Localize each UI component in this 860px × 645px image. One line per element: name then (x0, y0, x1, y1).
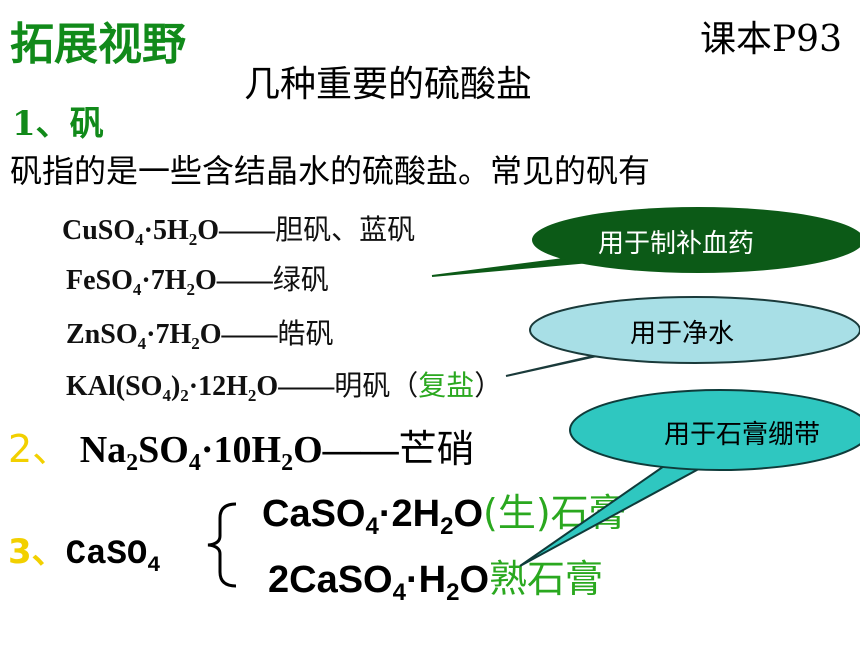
formula-text: Na (79, 429, 127, 471)
paren: ） (474, 369, 503, 402)
subscript: 4 (132, 280, 142, 299)
subscript: 2 (186, 280, 196, 299)
subscript: 2 (281, 450, 294, 476)
subscript: 2 (247, 386, 257, 405)
section-1-description: 矾指的是一些含结晶水的硫酸盐。常见的矾有 (10, 152, 651, 190)
formula-text: O—— (293, 429, 399, 471)
subscript: 4 (392, 579, 406, 606)
subscript: 4 (365, 513, 379, 540)
section-2-line: 2、 Na2SO4·10H2O——芒硝 (8, 418, 475, 476)
alum-row-zinc: ZnSO4·7H2O——皓矾 (66, 312, 334, 352)
raw-tag: (生) (483, 491, 551, 535)
section-3-label: 3、CaSO4 (8, 524, 161, 577)
formula-text: ·H (405, 559, 447, 601)
formula-text: O—— (199, 319, 278, 350)
subscript: 4 (147, 553, 161, 578)
formula-text: ZnSO (66, 319, 138, 350)
subscript: 4 (188, 450, 201, 476)
formula-text: CaSO (65, 536, 148, 574)
formula-text: KAl(SO (66, 371, 163, 402)
callout-water-bubble (529, 296, 860, 364)
burnt-gypsum-line: 2CaSO4·H2O熟石膏 (268, 548, 604, 606)
formula-text: 2CaSO (268, 559, 393, 601)
callout-water-label: 用于净水 (630, 319, 735, 349)
formula-text: O—— (256, 371, 335, 402)
formula-text: ) (170, 371, 181, 402)
subscript: 4 (137, 334, 147, 353)
paren: （ (390, 369, 419, 402)
subscript: 2 (446, 579, 460, 606)
alum-name: 绿矾 (272, 263, 329, 296)
formula-text: O (459, 559, 490, 601)
compound-name: 熟石膏 (489, 557, 604, 601)
section-number: 3、 (8, 532, 66, 572)
subscript: 2 (180, 386, 189, 405)
section-number: 2、 (8, 427, 71, 471)
subscript: 4 (162, 386, 171, 405)
formula-text: SO (138, 429, 189, 471)
topic-heading: 拓展视野 (10, 19, 186, 70)
alum-row-iron: FeSO4·7H2O——绿矾 (66, 258, 329, 298)
formula-text: ·7H (141, 265, 187, 296)
formula-text: O (453, 493, 483, 535)
formula-text: FeSO (66, 265, 133, 296)
formula-text: ·7H (146, 319, 192, 350)
formula-text: O—— (195, 265, 273, 296)
double-salt-note: 复盐 (418, 369, 475, 402)
page-title: 几种重要的硫酸盐 (244, 64, 533, 105)
formula-text: ·12H (188, 371, 248, 402)
section-1-heading: 1、矾 (12, 104, 104, 144)
formula-text: CaSO (262, 493, 366, 535)
formula-text: CuSO (62, 215, 136, 246)
alum-name: 皓矾 (277, 317, 334, 350)
formula-text: ·2H (378, 493, 441, 535)
compound-name: 芒硝 (398, 427, 475, 471)
alum-row-potassium: KAl(SO4)2·12H2O——明矾（复盐） (66, 364, 502, 404)
alum-row-copper: CuSO4·5H2O——胆矾、蓝矾 (62, 208, 415, 248)
callout-blood-label: 用于制补血药 (598, 229, 755, 259)
subscript: 2 (191, 334, 200, 353)
callout-blood-bubble (532, 207, 860, 273)
alum-name: 胆矾、蓝矾 (275, 213, 416, 246)
subscript: 2 (126, 450, 139, 476)
callout-cast-bubble (569, 389, 860, 471)
formula-text: ·10H (200, 429, 282, 471)
subscript: 2 (188, 230, 198, 249)
formula-text: ·5H (143, 215, 189, 246)
alum-name: 明矾 (334, 369, 391, 402)
subscript: 4 (135, 230, 144, 249)
page-reference: 课本P93 (699, 19, 842, 60)
curly-brace (207, 502, 237, 588)
formula-text: O—— (197, 215, 276, 246)
callout-cast-label: 用于石膏绷带 (664, 420, 821, 450)
subscript: 2 (440, 513, 454, 540)
